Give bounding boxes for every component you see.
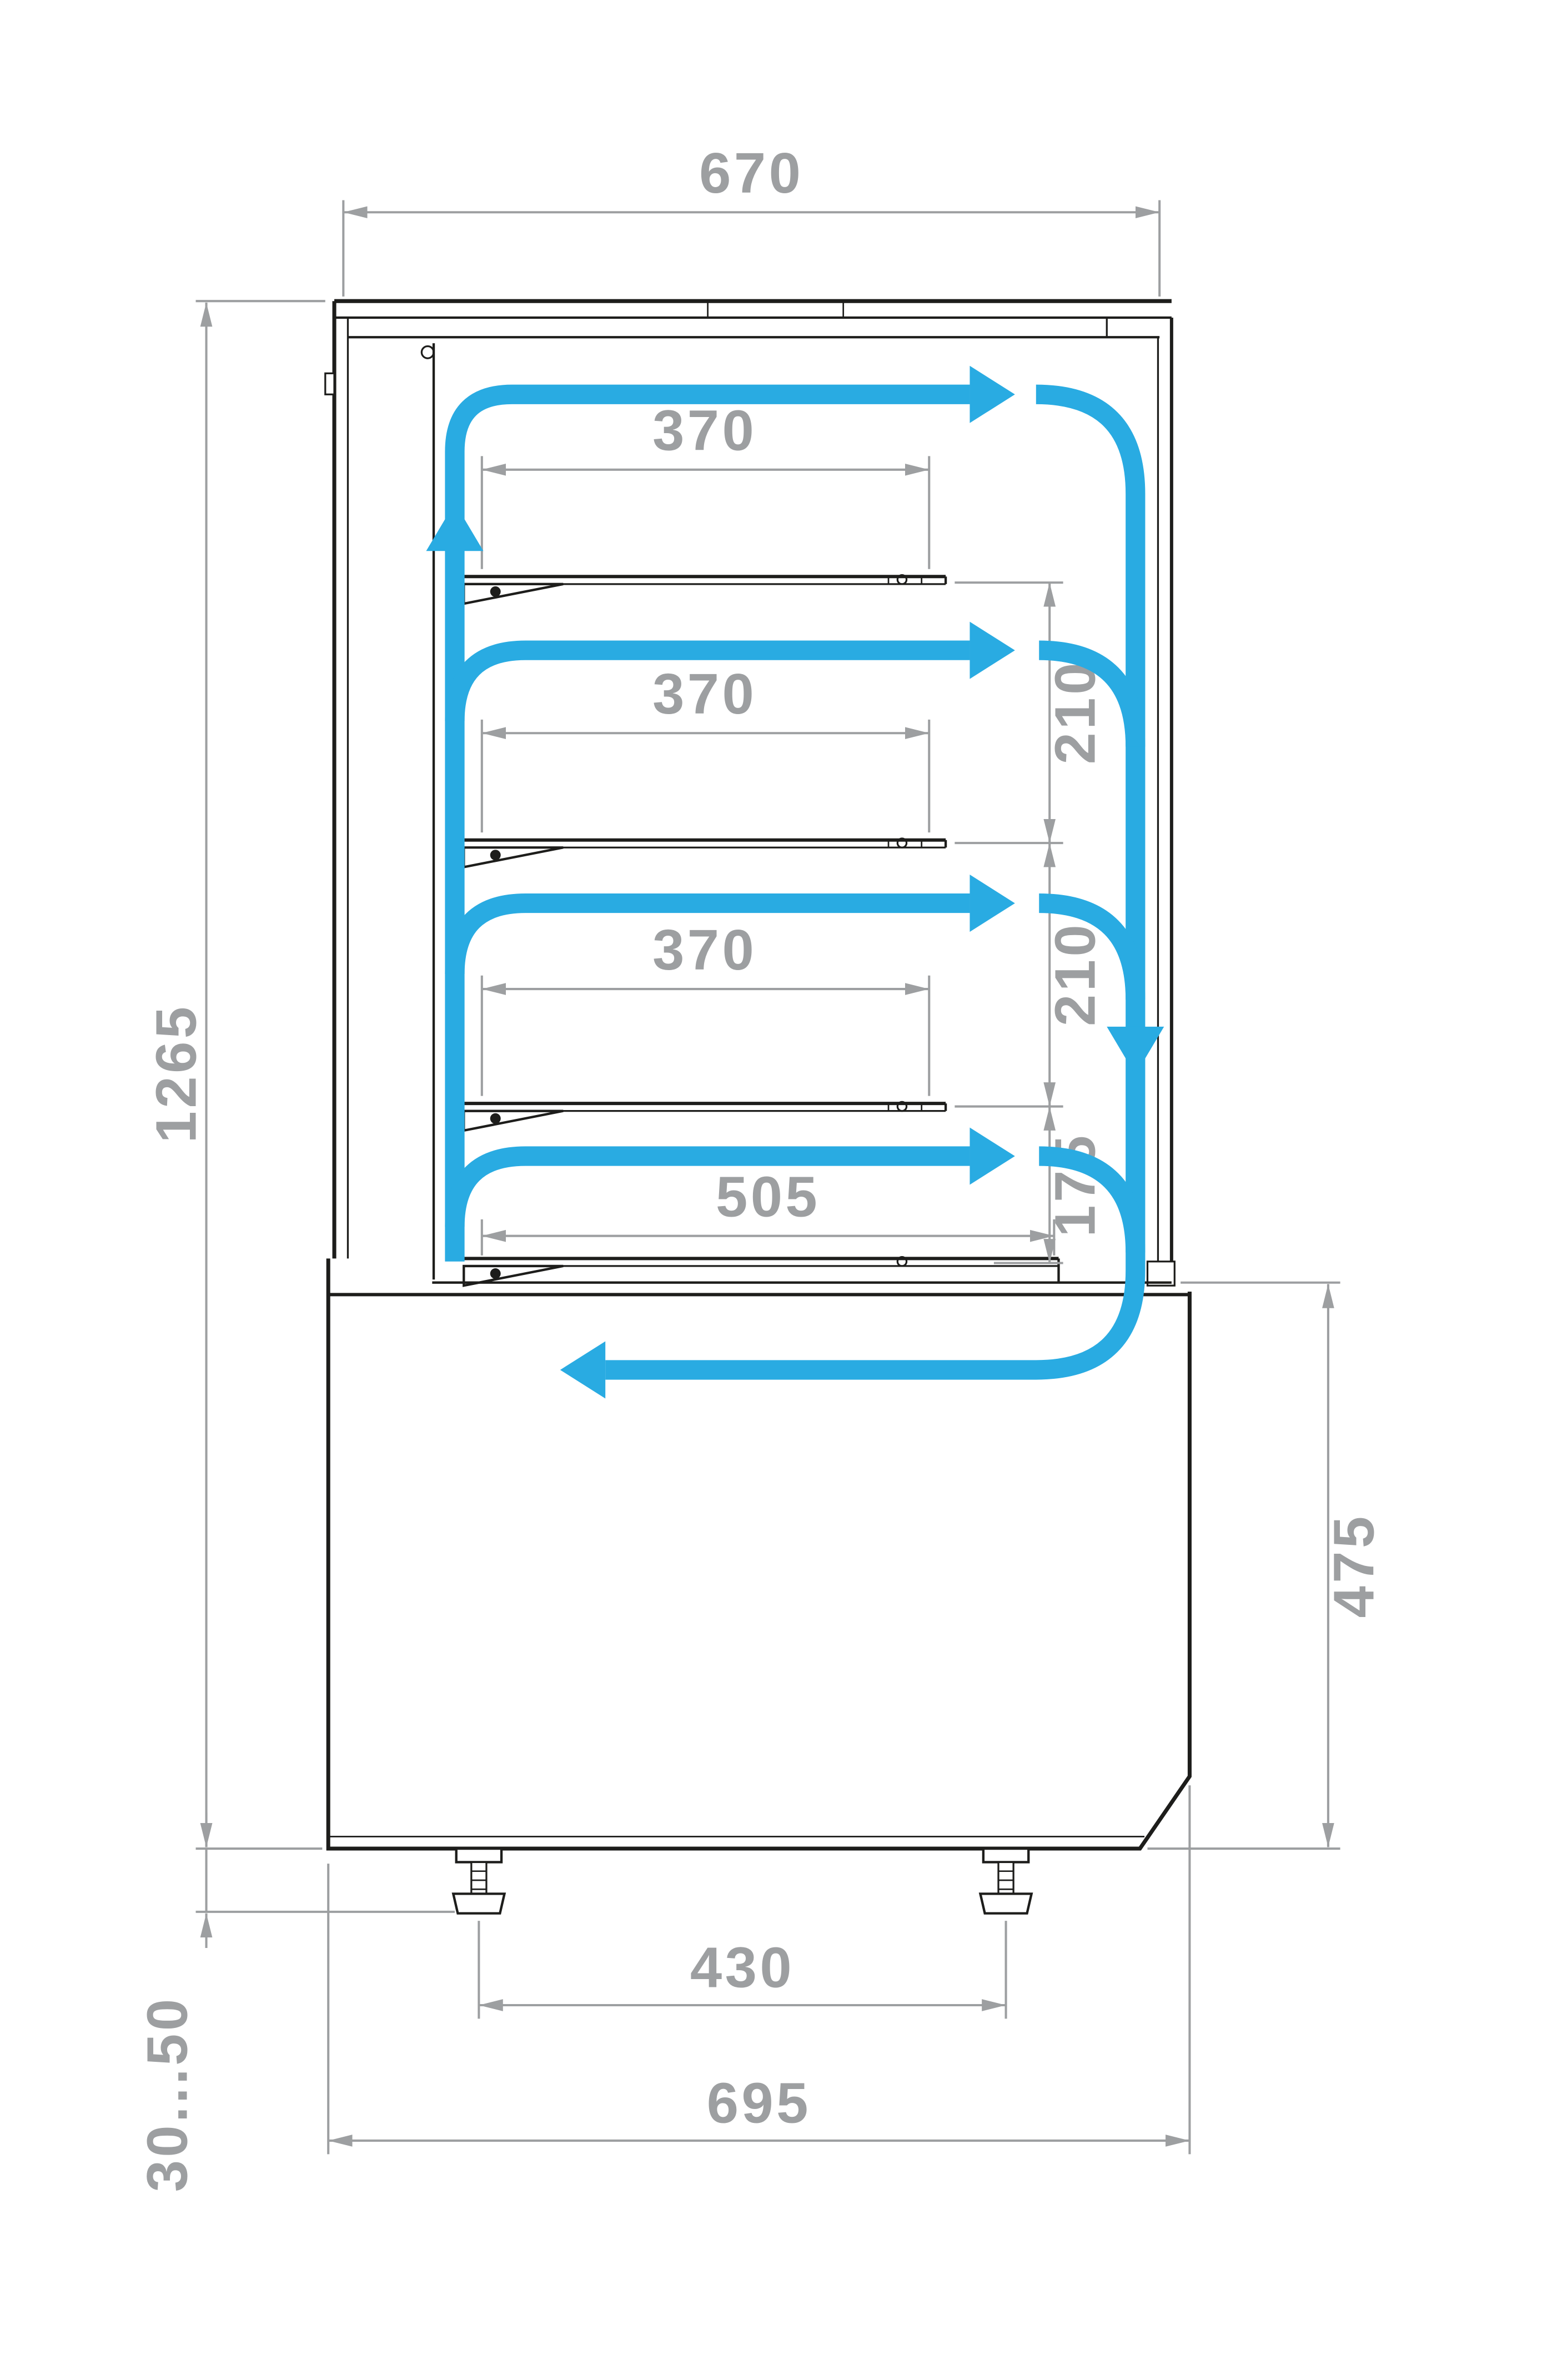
dim-feet-spacing: 430 [478,1921,1007,2019]
dim-label-base-height: 475 [1322,1513,1385,1618]
shelf-1 [463,574,947,605]
top-panel [334,299,1172,359]
dim-label-overall-height: 1265 [144,1003,208,1143]
airflow-arrowhead-shelf-3 [970,1127,1015,1185]
dim-shelf-1-width: 370 [480,399,931,569]
airflow-arrowhead-front-down [1107,1026,1164,1075]
dim-label-shelf-2-to-3-gap: 210 [1043,922,1107,1026]
bottom-deck [328,1256,1190,1297]
dim-label-top-width: 670 [699,141,803,205]
dim-label-shelf-2-width: 370 [652,662,757,726]
dim-label-feet-spacing: 430 [690,1935,795,1999]
adjustable-foot-left [451,1847,506,1915]
dim-overall-width-bottom: 695 [327,1785,1191,2155]
airflow-shelf-2-path [445,893,970,975]
dim-overall-height: 1265 [144,300,325,1850]
dim-foot-height-range: 30...50 [135,1812,455,2192]
airflow-shelf-1-path [445,640,970,721]
dim-shelf-1-to-2-gap: 210 [955,581,1107,845]
airflow-join-level-4 [1039,1146,1146,1253]
dim-shelf-2-width: 370 [480,662,931,833]
adjustable-foot-right [978,1847,1033,1915]
airflow-shelf-3-path [445,1146,970,1227]
dim-label-shelf-1-width: 370 [652,399,757,463]
dim-label-overall-width-bottom: 695 [707,2071,811,2135]
airflow-arrows [426,365,1164,1399]
dim-label-shelf-1-to-2-gap: 210 [1043,660,1107,764]
dimension-annotations: 670 370 370 370 505 [135,141,1385,2192]
base-cabinet [326,1258,1192,1851]
airflow-arrowhead-bottom-left [560,1341,606,1399]
airflow-duct-top-path [445,384,970,1262]
case-drawing [324,299,1192,1915]
front-glass [1146,318,1176,1287]
airflow-arrowhead-shelf-1 [970,621,1015,679]
airflow-arrowhead-top-right [970,365,1015,423]
airflow-front-return-path [605,384,1146,1380]
back-wall [324,301,435,1280]
dim-base-height: 475 [1147,1281,1385,1850]
airflow-arrowhead-duct-up [426,503,484,551]
dim-top-width: 670 [342,141,1161,297]
airflow-join-level-3 [1039,893,1146,1000]
dim-shelf-3-to-deck-gap: 175 [993,1106,1107,1264]
dim-label-shelf-3-width: 370 [652,918,757,982]
shelf-2 [463,837,947,869]
airflow-arrowhead-shelf-2 [970,875,1015,932]
airflow-join-level-2 [1039,640,1146,747]
dim-shelf-3-width: 370 [480,918,931,1096]
dim-label-foot-height-range: 30...50 [135,1996,199,2192]
dim-shelf-2-to-3-gap: 210 [955,843,1107,1108]
shelf-3 [463,1101,947,1132]
dim-bottom-shelf-width: 505 [480,1164,1056,1256]
dim-label-bottom-shelf-width: 505 [716,1164,820,1228]
